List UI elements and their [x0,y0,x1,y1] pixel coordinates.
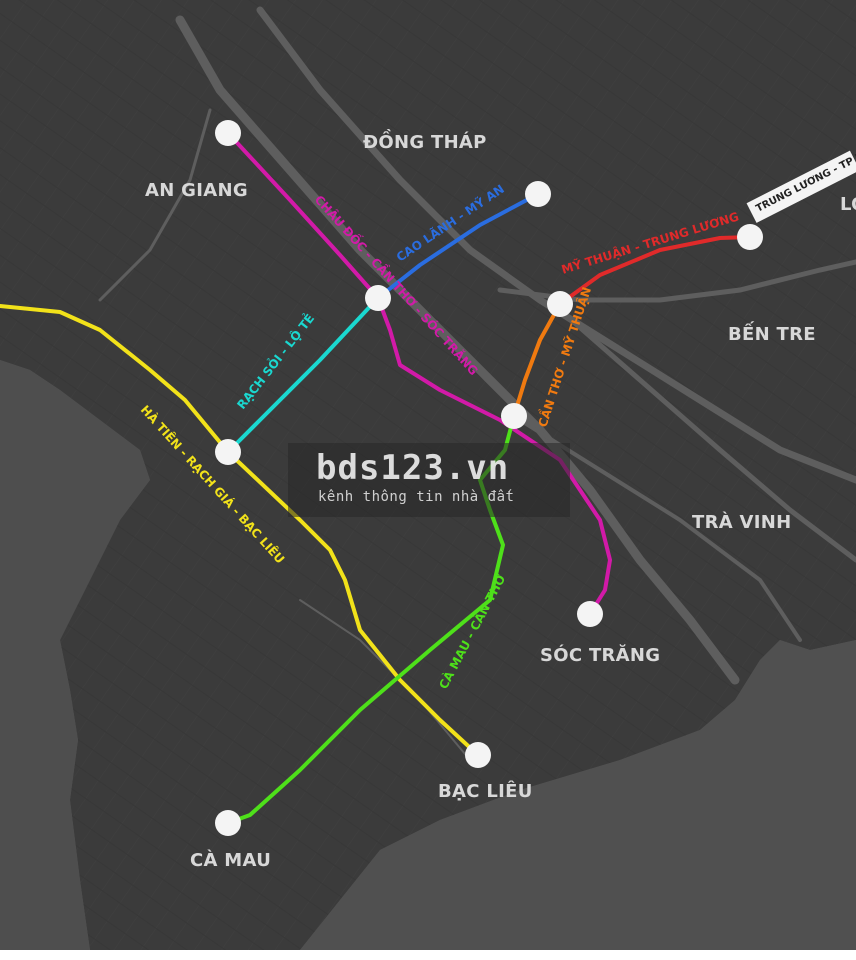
region-ca-mau: CÀ MAU [190,849,271,871]
watermark-subtitle: kênh thông tin nhà đất [318,489,515,505]
route-cao-lanh-my-an [376,192,540,300]
region-tra-vinh: TRÀ VINH [692,511,792,533]
region-dong-thap: ĐỒNG THÁP [363,129,487,153]
region-an-giang: AN GIANG [145,180,248,201]
route-chau-doc-can-tho-soc-trang [226,131,612,616]
region-long-an-partial: LO [840,194,856,215]
bottom-border [0,950,856,960]
gulf-water [0,360,150,950]
nodes [215,120,763,836]
trung-luong-hcm-banner [746,150,856,223]
route-ha-tien-rach-gia-bac-lieu [0,304,480,757]
node-ca-mau [215,810,241,836]
watermark-backdrop [288,443,570,517]
node-my-thuan [547,291,573,317]
region-ben-tre: BẾN TRE [728,321,816,345]
node-can-tho [501,403,527,429]
node-chau-doc [215,120,241,146]
node-bac-lieu [465,742,491,768]
route-my-thuan-trung-luong [558,235,752,306]
node-soc-trang [577,601,603,627]
node-rach-soi [215,439,241,465]
watermark-title: bds123.vn [316,448,510,488]
route-rach-soi-lo-te [226,296,380,454]
region-soc-trang: SÓC TRĂNG [540,644,660,666]
rivers [98,6,856,761]
east-sea [300,640,856,950]
node-trung-luong [737,224,763,250]
region-bac-lieu: BẠC LIÊU [438,780,533,802]
route-can-tho-my-thuan [512,302,562,418]
region-labels: AN GIANG ĐỒNG THÁP BẾN TRE TRÀ VINH SÓC … [145,129,856,871]
node-my-an [525,181,551,207]
node-lo-te [365,285,391,311]
